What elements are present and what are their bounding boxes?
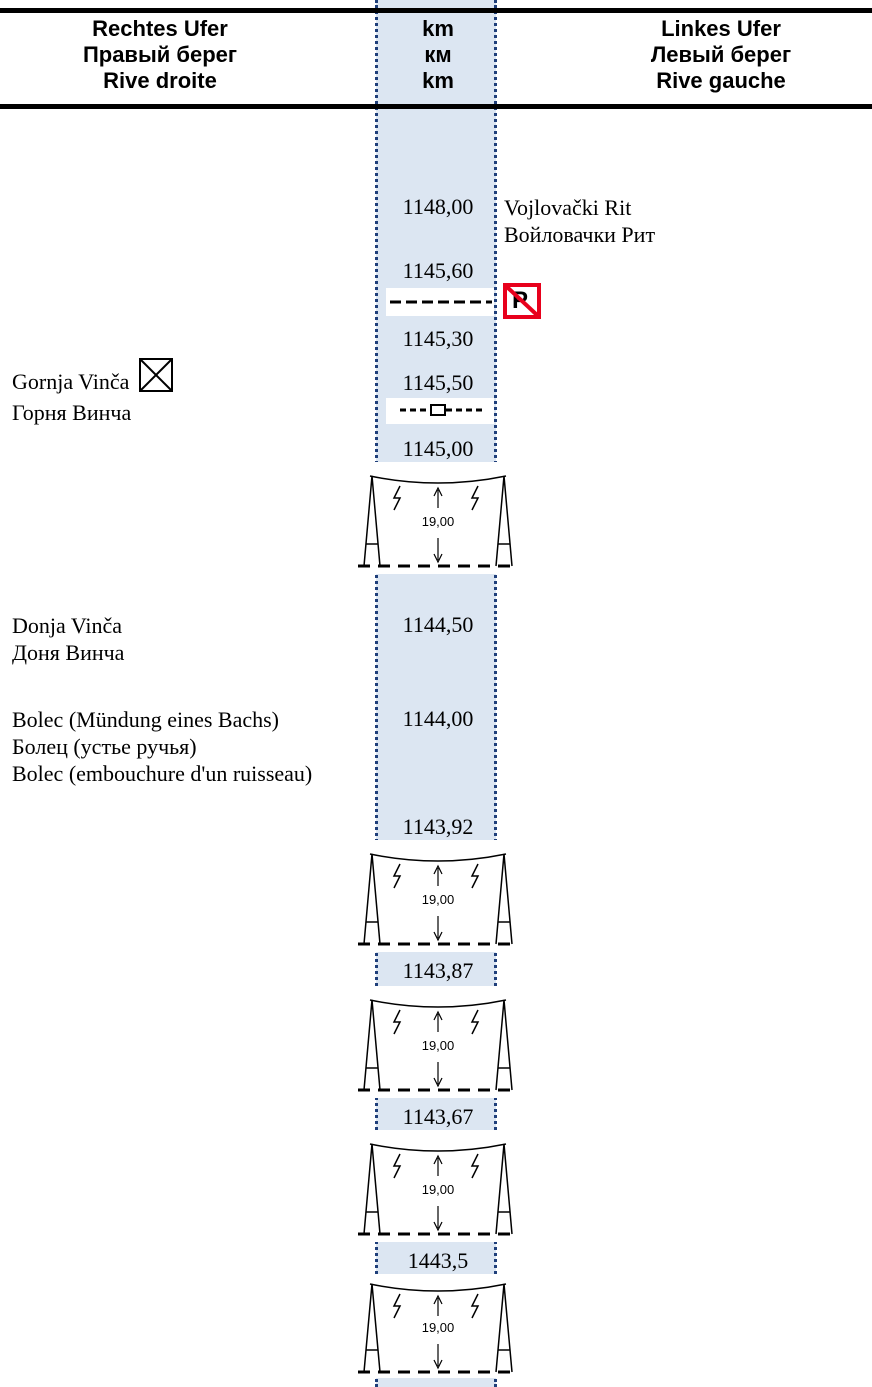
header-right-bank: Rechtes Ufer Правый берег Rive droite bbox=[20, 16, 300, 94]
km-marker-1144-50: 1144,50 bbox=[402, 612, 474, 637]
no-parking-slash-icon bbox=[505, 285, 539, 317]
crossed-box-icon bbox=[139, 358, 173, 392]
right-bank-bolec-fr: Bolec (embouchure d'un ruisseau) bbox=[12, 761, 313, 786]
power-line-icon: 19,00 bbox=[358, 1143, 518, 1236]
header-right-bank-ru: Правый берег bbox=[82, 42, 238, 67]
right-bank-gornja-vinca: Gornja Vinča Горня Винча bbox=[12, 368, 131, 426]
km-marker-1143-67: 1143,67 bbox=[402, 1104, 474, 1129]
km-marker-1143-87: 1143,87 bbox=[402, 958, 474, 983]
km-marker-1144-00: 1144,00 bbox=[402, 706, 474, 731]
km-marker-1443-5: 1443,5 bbox=[407, 1248, 469, 1273]
header-right-bank-de: Rechtes Ufer bbox=[92, 16, 228, 41]
right-bank-bolec-ru: Болец (устье ручья) bbox=[12, 734, 197, 759]
ferry-cable-icon bbox=[400, 404, 484, 416]
header-km-de: km bbox=[422, 16, 454, 41]
km-marker-1145-50: 1145,50 bbox=[402, 370, 474, 395]
power-line-clearance: 19,00 bbox=[422, 514, 455, 529]
header-km: km км km bbox=[380, 16, 496, 94]
right-bank-donja-vinca-latin: Donja Vinča bbox=[12, 613, 123, 638]
right-bank-bolec: Bolec (Mündung eines Bachs) Болец (устье… bbox=[12, 706, 312, 787]
right-bank-donja-vinca-cyrillic: Доня Винча bbox=[12, 640, 125, 665]
header-km-fr: km bbox=[422, 68, 454, 93]
dashed-line-icon bbox=[390, 300, 492, 304]
no-parking-icon: P bbox=[503, 283, 541, 319]
right-bank-bolec-de: Bolec (Mündung eines Bachs) bbox=[12, 707, 279, 732]
power-line-icon: 19,00 bbox=[358, 999, 518, 1092]
power-line-clearance: 19,00 bbox=[422, 1182, 455, 1197]
header-left-bank-fr: Rive gauche bbox=[656, 68, 786, 93]
power-line-icon: 19,00 bbox=[358, 475, 518, 568]
power-line-icon: 19,00 bbox=[358, 853, 518, 946]
right-bank-gornja-vinca-latin-text: Gornja Vinča bbox=[12, 369, 130, 394]
power-line-clearance: 19,00 bbox=[422, 1038, 455, 1053]
top-rule bbox=[0, 8, 872, 13]
header-left-bank-de: Linkes Ufer bbox=[661, 16, 781, 41]
km-marker-1145-60: 1145,60 bbox=[402, 258, 474, 283]
km-marker-1148-00: 1148,00 bbox=[402, 194, 474, 219]
right-bank-gornja-vinca-cyrillic: Горня Винча bbox=[12, 400, 132, 425]
right-bank-donja-vinca: Donja Vinča Доня Винча bbox=[12, 612, 124, 666]
km-column-left-border bbox=[375, 0, 378, 1387]
km-marker-1145-00: 1145,00 bbox=[402, 436, 474, 461]
power-line-clearance: 19,00 bbox=[422, 1320, 455, 1335]
km-marker-1145-30: 1145,30 bbox=[402, 326, 474, 351]
right-bank-gornja-vinca-latin: Gornja Vinča bbox=[12, 368, 131, 395]
header-km-ru: км bbox=[424, 42, 452, 67]
header-right-bank-fr: Rive droite bbox=[103, 68, 217, 93]
header-left-bank-ru: Левый берег bbox=[650, 42, 792, 67]
km-column-right-border bbox=[494, 0, 497, 1387]
power-line-icon: 19,00 bbox=[358, 1283, 518, 1374]
left-bank-vojlovacki-rit-cyrillic: Войловачки Рит bbox=[504, 222, 656, 247]
left-bank-vojlovacki-rit-latin: Vojlovački Rit bbox=[504, 195, 632, 220]
header-bottom-rule bbox=[0, 104, 872, 109]
header-left-bank: Linkes Ufer Левый берег Rive gauche bbox=[590, 16, 852, 94]
power-line-clearance: 19,00 bbox=[422, 892, 455, 907]
left-bank-vojlovacki-rit: Vojlovački Rit Войловачки Рит bbox=[504, 194, 655, 248]
km-marker-1143-92: 1143,92 bbox=[402, 814, 474, 839]
